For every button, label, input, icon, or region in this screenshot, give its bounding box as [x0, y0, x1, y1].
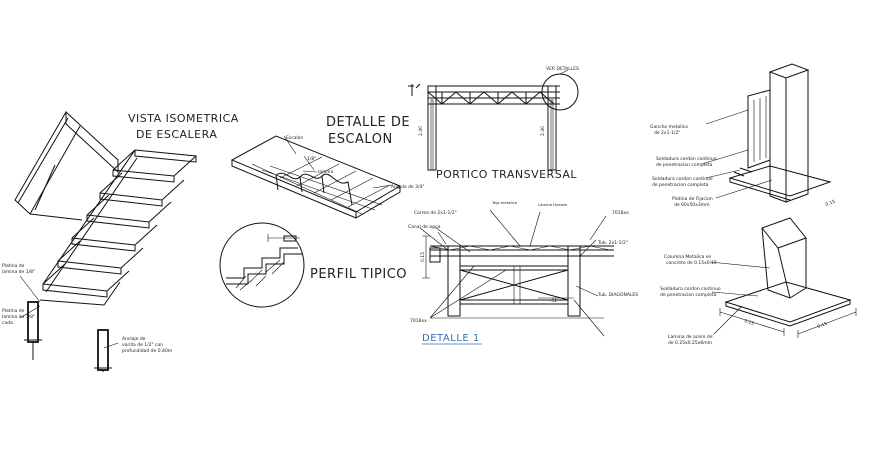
- note-platina-fij-b: de 60x50x3mm: [674, 202, 709, 208]
- detalle-1: 0.15 Correa de 2x1-1/2" Teja metalica La…: [408, 200, 638, 345]
- portico-transversal: VER DETALLES 2.40 2.40 PORTICO TRANSVERS…: [408, 66, 579, 181]
- note-sold-1: Soldadura cordon continuo: [656, 156, 717, 162]
- note-anclaje-b: varilla de 1/2" con: [122, 342, 163, 348]
- dim-col-3: 0.15: [817, 321, 829, 330]
- note-platina-2b: lamina de 1/8": [2, 314, 35, 320]
- note-sold-1b: de penetracion completa: [656, 162, 713, 168]
- note-dim-51: .51: [550, 298, 557, 304]
- title-step-2: ESCALON: [328, 132, 393, 147]
- note-gancho: Gancho metalico: [650, 124, 688, 130]
- note-lamina-acero: Lamina de acero de: [668, 334, 713, 340]
- note-columna: Columna Metalica en: [664, 254, 712, 260]
- note-sold-3: Soldadura cordon continuo: [660, 286, 721, 292]
- title-stair-2: DE ESCALERA: [136, 128, 217, 141]
- note-platina-1b: lamina de 1/8": [2, 269, 35, 275]
- note-tub-1: Tub. 2x1-1/2": [597, 240, 628, 246]
- title-portico: PORTICO TRANSVERSAL: [436, 168, 577, 181]
- note-gancho-b: de 2x1-1/2": [654, 130, 680, 136]
- step-grid: [251, 156, 391, 215]
- note-anclaje: Anclaje de: [122, 336, 146, 342]
- note-anclaje-c: profundidad de 0.40m: [122, 348, 172, 354]
- title-perfil: PERFIL TIPICO: [310, 267, 407, 282]
- note-sold-2b: de penetracion completa: [652, 182, 709, 188]
- dim-col-1: 0.15: [825, 199, 837, 208]
- note-canal: Canal de agua: [408, 224, 441, 230]
- step-detail: Escalon 1/8" lamina Angulo de 3/4" DETAL…: [230, 115, 424, 219]
- column-detail-top: Gancho metalico de 2x1-1/2" Soldadura co…: [650, 63, 837, 208]
- column-detail-bottom: Columna Metalica en concreto de 0.15x0.1…: [660, 217, 857, 346]
- note-lamina-acero-b: de 0.25x0.25x6mm: [668, 340, 712, 346]
- note-ver-detalles: VER DETALLES: [546, 66, 579, 72]
- note-teja: Teja metalica: [491, 200, 517, 205]
- title-detalle-1: DETALLE 1: [422, 333, 480, 344]
- note-platina-2: Platina de: [2, 308, 25, 314]
- dim-portico-1: 2.40: [418, 126, 424, 136]
- note-columna-b: concreto de 0.15x0.15: [666, 260, 717, 266]
- note-lamina: Lamina Hyesen: [538, 202, 568, 207]
- note-correa: Correa de 2x1-1/2": [414, 210, 457, 216]
- stair-steps: [42, 149, 197, 298]
- note-tub-2: Tub. DIAGONALES: [597, 292, 638, 298]
- title-step-1: DETALLE DE: [326, 115, 410, 130]
- note-sold-2: Soldadura cordon continuo: [652, 176, 713, 182]
- dim-det-v1: 0.15: [420, 252, 426, 262]
- perfil-tipico: PERFIL TIPICO: [219, 222, 407, 308]
- stair-isometric: Platina de lamina de 1/8" Platina de lam…: [2, 110, 239, 372]
- note-platina-fij: Platina de Fijacion: [672, 196, 713, 202]
- dim-col-2: 0.15: [743, 318, 755, 327]
- note-platina-2c: cada: [2, 320, 13, 326]
- note-7018-a: 7018xx: [612, 210, 629, 216]
- title-stair-1: VISTA ISOMETRICA: [128, 112, 239, 125]
- note-escalon-c: lamina: [318, 169, 333, 175]
- dim-portico-2: 2.40: [540, 126, 546, 136]
- note-escalon-b: 1/8": [307, 156, 316, 162]
- note-escalon: Escalon: [286, 135, 303, 141]
- note-7018-b: 7018xx: [410, 318, 427, 324]
- note-platina-1: Platina de: [2, 263, 25, 269]
- note-angulo: Angulo de 3/4": [391, 184, 424, 190]
- note-sold-3b: de penetracion completa: [660, 292, 717, 298]
